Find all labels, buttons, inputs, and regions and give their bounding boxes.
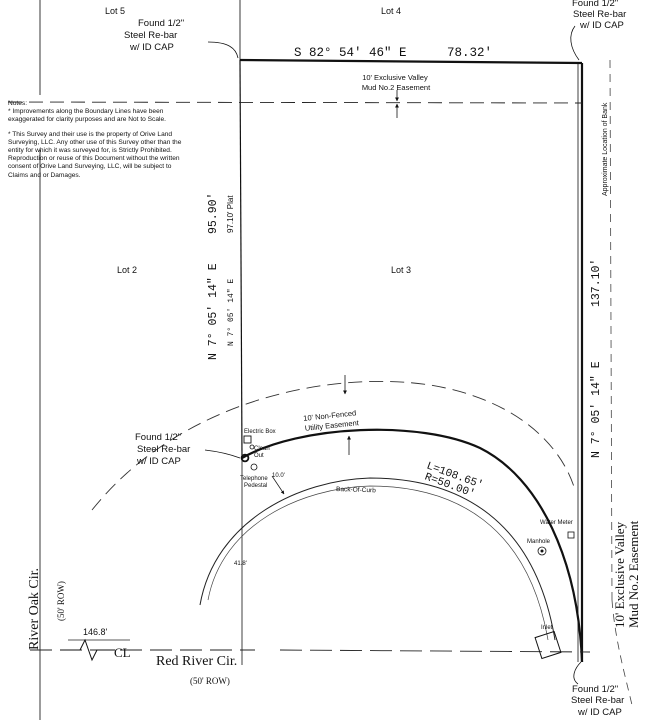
rebar-mid-leader bbox=[204, 449, 241, 459]
curb-outer-arc bbox=[199, 477, 556, 641]
clean-out-line1: Clean bbox=[254, 446, 270, 452]
rebar-label-mid: Found 1/2" Steel Re-bar w/ ID CAP bbox=[135, 432, 193, 467]
clean-out-label: Clean Out bbox=[254, 446, 271, 459]
east-easement-line2: Mud No.2 Easement bbox=[626, 520, 641, 628]
water-meter-label: Water Meter bbox=[540, 520, 573, 526]
bank-lower-curve bbox=[611, 599, 633, 706]
rebar-monument-mid bbox=[240, 453, 250, 463]
survey-notes: Notes: * Improvements along the Boundary… bbox=[8, 100, 184, 180]
river-oak-street-label: River Oak Cir. bbox=[27, 568, 42, 650]
rebar-top-right-leader bbox=[570, 25, 580, 61]
river-oak-row-label: (50' ROW) bbox=[56, 581, 66, 621]
west-distance-label: 95.90' bbox=[207, 193, 220, 234]
bank-dashed-line bbox=[609, 59, 613, 601]
inlet-label: Inlet bbox=[541, 625, 553, 631]
lot-3-label: Lot 3 bbox=[391, 265, 411, 275]
lot-2-label: Lot 2 bbox=[117, 265, 137, 275]
rebar-label-line2: Steel Re-bar bbox=[137, 444, 190, 455]
street-break-symbol bbox=[60, 638, 115, 662]
dim-41-label: 41.8' bbox=[234, 561, 247, 567]
curve-boundary-line bbox=[241, 428, 584, 663]
north-easement-dashed-line bbox=[7, 101, 583, 104]
rebar-top-left-leader bbox=[207, 41, 239, 59]
dim-10-label: 10.0' bbox=[272, 473, 285, 479]
electric-box-icon bbox=[243, 435, 252, 444]
telephone-line1: Telephone bbox=[240, 476, 268, 482]
red-river-row-label: (50' ROW) bbox=[190, 676, 230, 686]
north-boundary-line bbox=[239, 58, 583, 65]
manhole-icon-center bbox=[540, 549, 544, 553]
clean-out-icon bbox=[249, 444, 255, 450]
east-easement-label: 10' Exclusive Valley Mud No.2 Easement bbox=[612, 519, 641, 628]
rebar-label-line3: w/ ID CAP bbox=[577, 707, 622, 718]
rebar-label-line2: Steel Re-bar bbox=[571, 695, 624, 706]
curve-data-label: L=108.65' R=50.00' bbox=[421, 460, 491, 504]
west-boundary-line bbox=[239, 59, 243, 459]
rebar-label-bottom: Found 1/2" Steel Re-bar w/ ID CAP bbox=[571, 684, 627, 718]
east-bearing-label: N 7° 05' 14" E bbox=[590, 361, 603, 458]
dim-146-label: 146.8' bbox=[83, 627, 108, 637]
inlet-icon bbox=[534, 630, 562, 660]
rebar-label-line1: Found 1/2" bbox=[135, 432, 181, 443]
water-meter-icon bbox=[567, 531, 575, 539]
west-plat-distance-label: 97.10' Plat bbox=[226, 195, 235, 233]
west-inner-bearing-label: N 7° 05' 14" E bbox=[227, 279, 236, 346]
west-bearing-label: N 7° 05' 14" E bbox=[207, 263, 220, 360]
note-improvements: * Improvements along the Boundary Lines … bbox=[8, 108, 166, 124]
telephone-pedestal-icon bbox=[250, 463, 258, 471]
note-property-rights: * This Survey and their use is the prope… bbox=[8, 130, 182, 179]
curb-inner-arc bbox=[207, 485, 549, 641]
rebar-label-line3: w/ ID CAP bbox=[129, 42, 174, 53]
telephone-line2: Pedestal bbox=[244, 483, 267, 489]
north-bearing-label: S 82° 54' 46" E bbox=[294, 46, 407, 60]
rebar-bottom-leader bbox=[573, 661, 582, 685]
lot-5-label: Lot 5 bbox=[105, 6, 125, 16]
red-river-street-label: Red River Cir. bbox=[156, 654, 237, 669]
east-easement-line1: 10' Exclusive Valley bbox=[612, 521, 627, 628]
centerline-symbol: CL bbox=[114, 645, 131, 660]
manhole-icon bbox=[537, 546, 547, 556]
north-easement-line2: Mud No.2 Easement bbox=[362, 83, 431, 92]
rebar-label-top-left: Found 1/2" Steel Re-bar w/ ID CAP bbox=[124, 18, 187, 53]
rebar-label-line1: Found 1/2" bbox=[138, 18, 184, 29]
clean-out-line2: Out bbox=[254, 453, 264, 459]
rebar-label-top-right: Found 1/2" Steel Re-bar w/ ID CAP bbox=[572, 0, 629, 31]
utility-easement-dashed-arc bbox=[91, 380, 576, 511]
electric-box-label: Electric Box bbox=[244, 429, 276, 435]
north-easement-line1: 10' Exclusive Valley bbox=[362, 73, 428, 82]
north-easement-label: 10' Exclusive Valley Mud No.2 Easement bbox=[362, 73, 431, 92]
rebar-label-line3: w/ ID CAP bbox=[136, 456, 181, 467]
rebar-label-line2: Steel Re-bar bbox=[573, 9, 626, 20]
rebar-label-line2: Steel Re-bar bbox=[124, 30, 177, 41]
back-of-curb-label: Back-Of-Curb bbox=[336, 486, 376, 494]
rebar-label-line1: Found 1/2" bbox=[572, 684, 618, 695]
dim-10-line bbox=[271, 475, 285, 495]
telephone-pedestal-label: Telephone Pedestal bbox=[240, 476, 269, 489]
north-distance-label: 78.32' bbox=[447, 46, 492, 60]
lot-4-label: Lot 4 bbox=[381, 6, 401, 16]
utility-easement-label: 10' Non-Fenced Utility Easement bbox=[303, 408, 360, 433]
east-distance-label: 137.10' bbox=[590, 259, 603, 307]
rebar-label-line3: w/ ID CAP bbox=[579, 20, 624, 31]
bank-location-label: Approximate Location of Bank bbox=[602, 102, 609, 196]
notes-title: Notes: bbox=[8, 100, 28, 107]
manhole-label: Manhole bbox=[527, 539, 551, 545]
rebar-label-line1: Found 1/2" bbox=[572, 0, 618, 9]
